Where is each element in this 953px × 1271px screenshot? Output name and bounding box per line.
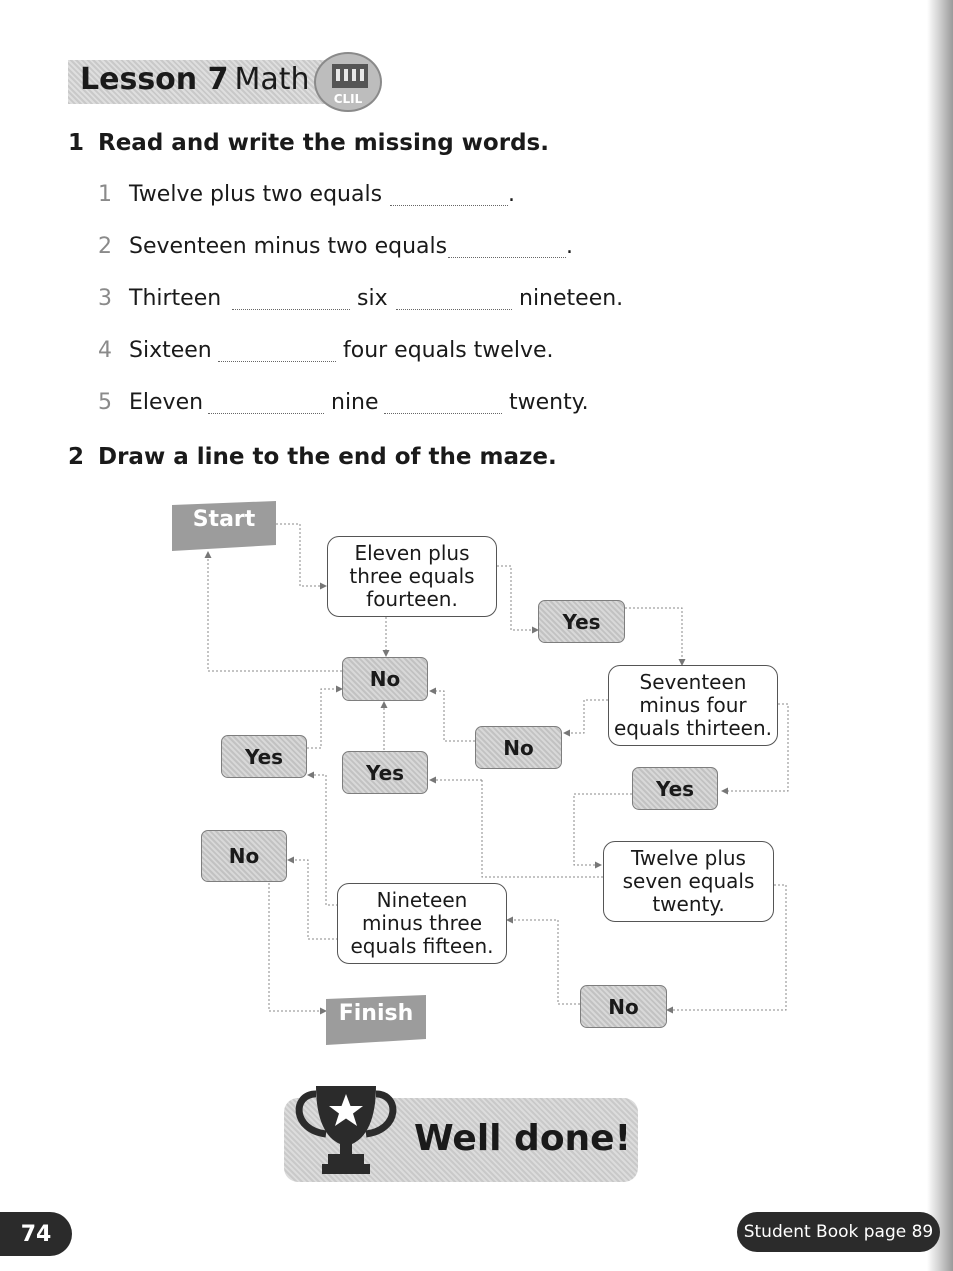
maze-path (573, 793, 632, 869)
maze-path (721, 703, 789, 795)
maze-yes-box[interactable]: Yes (538, 600, 625, 643)
maze-path (497, 565, 539, 634)
start-flag: Start (172, 501, 276, 551)
statement-line: Twelve plus (631, 846, 746, 870)
trophy-icon (295, 1086, 397, 1174)
item-3-number: 3 (98, 286, 112, 311)
well-done-text: Well done! (414, 1118, 632, 1159)
clil-badge-icon: CLIL (314, 52, 382, 112)
lesson-subject: Math (234, 62, 310, 97)
statement-line: Seventeen (639, 670, 747, 694)
maze-no-box[interactable]: No (342, 657, 428, 701)
item-5-text-b: nine (331, 390, 379, 415)
maze-path (287, 856, 338, 940)
maze-path (506, 916, 580, 1005)
item-3-text-c: nineteen. (519, 286, 624, 311)
maze-no-box[interactable]: No (201, 830, 287, 882)
item-2-blank[interactable] (448, 257, 566, 258)
maze-path (481, 780, 604, 878)
statement-line: minus four (639, 693, 747, 717)
maze-path (666, 884, 787, 1014)
statement-line: minus three (361, 911, 483, 935)
maze-statement-4: Nineteen minus three equals fifteen. (337, 883, 507, 964)
statement-line: twenty. (652, 892, 725, 916)
statement-line: equals fifteen. (350, 934, 494, 958)
statement-line: fourteen. (366, 587, 458, 611)
item-4-text-a: Sixteen (129, 338, 212, 363)
maze-statement-2: Seventeen minus four equals thirteen. (608, 665, 778, 746)
item-3-blank-a[interactable] (232, 309, 350, 310)
exercise-1-number: 1 (68, 130, 85, 156)
item-5-text-a: Eleven (129, 390, 204, 415)
maze-yes-box[interactable]: Yes (342, 751, 428, 794)
item-1-end: . (508, 182, 515, 207)
maze-statement-1: Eleven plus three equals fourteen. (327, 536, 497, 617)
start-label: Start (192, 507, 256, 532)
item-1-blank[interactable] (390, 205, 508, 206)
maze-yes-box[interactable]: Yes (632, 767, 718, 810)
item-5-number: 5 (98, 390, 112, 415)
lesson-label: Lesson 7 (80, 62, 229, 97)
item-5-blank-a[interactable] (208, 413, 324, 414)
maze-path (307, 771, 338, 906)
item-4-blank[interactable] (218, 361, 336, 362)
exercise-2-number: 2 (68, 444, 85, 470)
item-2-end: . (566, 234, 573, 259)
finish-label: Finish (338, 1001, 414, 1026)
maze-no-box[interactable]: No (580, 985, 667, 1028)
statement-line: Nineteen (376, 888, 468, 912)
item-4-text-b: four equals twelve. (343, 338, 554, 363)
maze-no-box[interactable]: No (475, 726, 562, 769)
statement-line: three equals (349, 564, 475, 588)
maze-statement-3: Twelve plus seven equals twenty. (603, 841, 774, 922)
maze-path (204, 551, 342, 672)
maze-path (625, 607, 686, 666)
maze-path (307, 685, 343, 749)
item-5-text-c: twenty. (509, 390, 589, 415)
maze-path (268, 883, 327, 1015)
item-3-text-a: Thirteen (129, 286, 222, 311)
exercise-1-heading: 1 Read and write the missing words. (68, 130, 549, 156)
maze-path (563, 699, 608, 737)
clil-badge-label: CLIL (333, 92, 363, 106)
item-4-number: 4 (98, 338, 112, 363)
maze-path (272, 523, 327, 590)
item-3-blank-b[interactable] (396, 309, 512, 310)
item-5-blank-b[interactable] (384, 413, 502, 414)
statement-line: equals thirteen. (613, 716, 773, 740)
star-icon (329, 1094, 363, 1126)
exercise-2-instruction: Draw a line to the end of the maze. (98, 444, 557, 470)
item-1-text: Twelve plus two equals (129, 182, 383, 207)
statement-line: seven equals (622, 869, 755, 893)
item-2-number: 2 (98, 234, 112, 259)
page-edge-shadow (927, 0, 953, 1271)
item-2-text: Seventeen minus two equals (129, 234, 448, 259)
page-number: 74 (0, 1212, 72, 1256)
statement-line: Eleven plus (354, 541, 470, 565)
maze-path (429, 687, 475, 742)
finish-flag: Finish (326, 995, 426, 1045)
exercise-2-heading: 2 Draw a line to the end of the maze. (68, 444, 557, 470)
student-book-reference: Student Book page 89 (737, 1212, 940, 1252)
exercise-1-instruction: Read and write the missing words. (98, 130, 549, 156)
maze-yes-box[interactable]: Yes (221, 735, 307, 778)
item-3-text-b: six (357, 286, 388, 311)
school-building-icon (332, 64, 368, 88)
item-1-number: 1 (98, 182, 112, 207)
